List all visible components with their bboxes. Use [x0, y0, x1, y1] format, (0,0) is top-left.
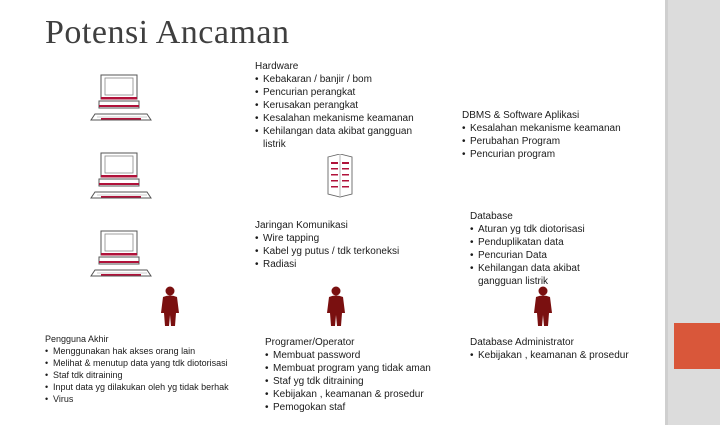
- network-item: Kabel yg putus / tdk terkoneksi: [255, 245, 399, 258]
- hardware-threats: Hardware Kebakaran / banjir / bom Pencur…: [255, 60, 435, 151]
- database-threats: Database Aturan yg tdk diotorisasi Pendu…: [470, 210, 608, 288]
- hardware-item: Kesalahan mekanisme keamanan: [255, 112, 435, 125]
- hardware-item: Kebakaran / banjir / bom: [255, 73, 435, 86]
- dba-item: Kebijakan , keamanan & prosedur: [470, 349, 629, 362]
- server-icon: [327, 154, 353, 198]
- hardware-heading: Hardware: [255, 61, 299, 72]
- network-item: Wire tapping: [255, 232, 399, 245]
- programmer-item: Kebijakan , keamanan & prosedur: [265, 388, 431, 401]
- dba-threats: Database Administrator Kebijakan , keama…: [470, 336, 629, 362]
- programmer-item: Pemogokan staf: [265, 401, 431, 414]
- network-item: Radiasi: [255, 258, 399, 271]
- end-user-item: Staf tdk ditraining: [45, 369, 229, 381]
- database-item: Penduplikatan data: [470, 236, 608, 249]
- end-user-item: Input data yg dilakukan oleh yg tidak be…: [45, 381, 229, 393]
- person-icon: [161, 286, 179, 326]
- end-user-item: Melihat & menutup data yang tdk diotoris…: [45, 357, 229, 369]
- programmer-item: Staf yg tdk ditraining: [265, 375, 431, 388]
- database-item: Kehilangan data akibat gangguan listrik: [470, 262, 608, 288]
- hardware-item: Kehilangan data akibat gangguan listrik: [255, 125, 421, 151]
- hardware-item: Pencurian perangkat: [255, 86, 435, 99]
- dbms-item: Perubahan Program: [462, 135, 621, 148]
- database-heading: Database: [470, 211, 513, 222]
- person-icon: [327, 286, 345, 326]
- network-threats: Jaringan Komunikasi Wire tapping Kabel y…: [255, 219, 399, 271]
- dbms-threats: DBMS & Software Aplikasi Kesalahan mekan…: [462, 109, 621, 161]
- programmer-threats: Programer/Operator Membuat password Memb…: [265, 336, 431, 414]
- side-band-edge: [665, 0, 668, 425]
- accent-square: [674, 323, 720, 369]
- dbms-item: Kesalahan mekanisme keamanan: [462, 122, 621, 135]
- network-heading: Jaringan Komunikasi: [255, 220, 348, 231]
- end-user-threats: Pengguna Akhir Menggunakan hak akses ora…: [45, 333, 229, 405]
- dbms-heading: DBMS & Software Aplikasi: [462, 110, 580, 121]
- end-user-item: Virus: [45, 393, 229, 405]
- end-user-heading: Pengguna Akhir: [45, 334, 109, 344]
- programmer-item: Membuat password: [265, 349, 431, 362]
- computer-icon: [90, 230, 152, 277]
- dbms-item: Pencurian program: [462, 148, 621, 161]
- database-item: Pencurian Data: [470, 249, 608, 262]
- hardware-item: Kerusakan perangkat: [255, 99, 435, 112]
- programmer-heading: Programer/Operator: [265, 337, 355, 348]
- dba-heading: Database Administrator: [470, 337, 574, 348]
- slide-title: Potensi Ancaman: [45, 14, 290, 51]
- end-user-item: Menggunakan hak akses orang lain: [45, 345, 229, 357]
- computer-icon: [90, 152, 152, 199]
- programmer-item: Membuat program yang tidak aman: [265, 362, 431, 375]
- person-icon: [534, 286, 552, 326]
- computer-icon: [90, 74, 152, 121]
- database-item: Aturan yg tdk diotorisasi: [470, 223, 608, 236]
